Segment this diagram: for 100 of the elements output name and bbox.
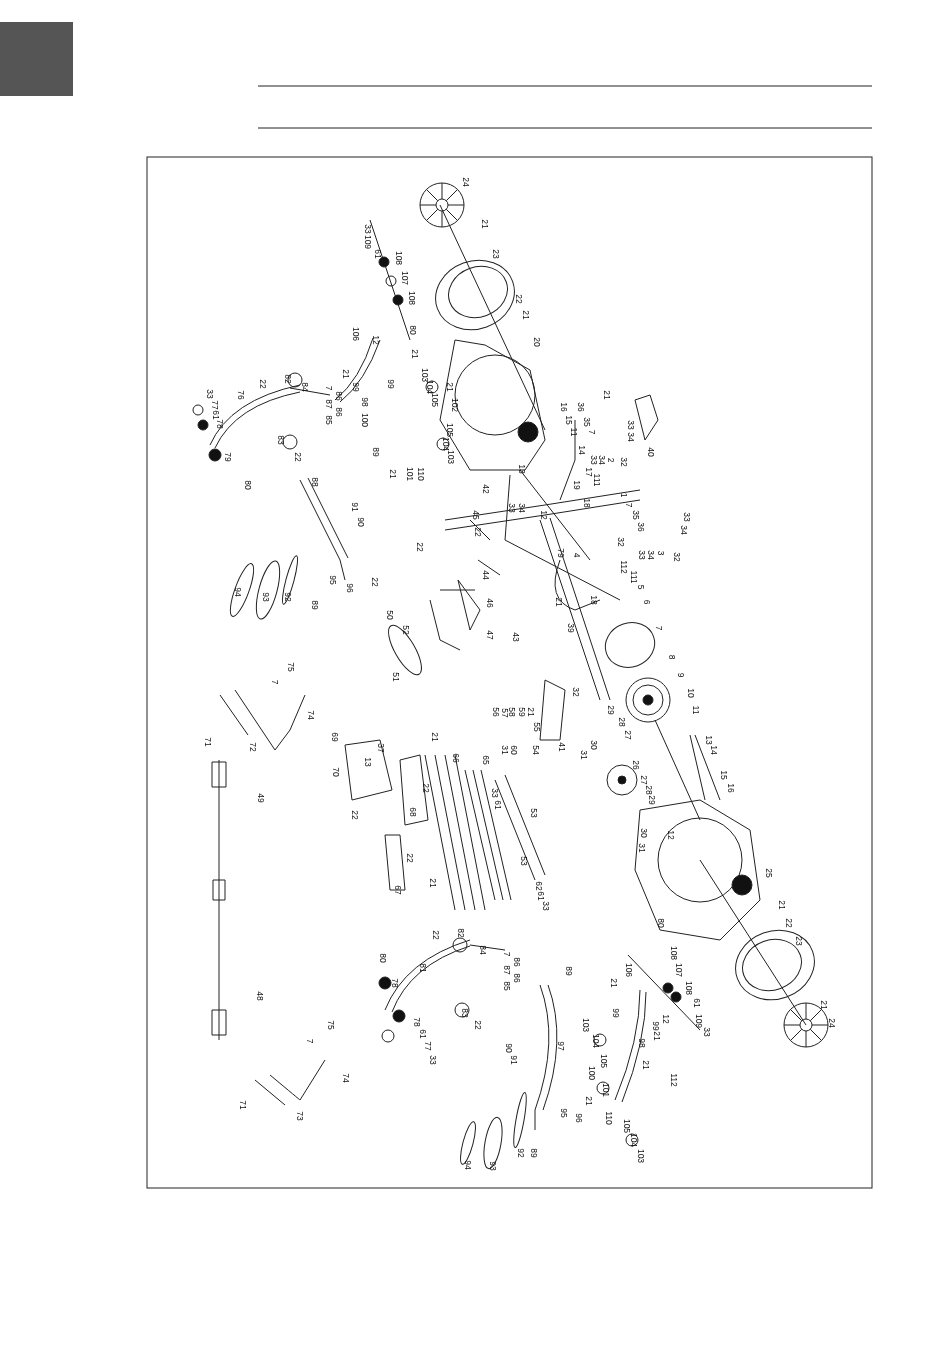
callout-number: 96	[344, 583, 354, 593]
callout-number: 85	[501, 981, 511, 991]
callout-number: 50	[384, 610, 394, 620]
callout-number: 49	[255, 793, 265, 803]
callout-number: 45	[470, 510, 480, 520]
callout-number: 33	[681, 512, 691, 522]
callout-number: 33	[506, 503, 516, 513]
callout-number: 111	[628, 570, 638, 584]
callout-number: 82	[455, 928, 465, 938]
callout-number: 105	[598, 1053, 608, 1069]
callout-number: 11	[690, 705, 700, 715]
callout-number: 1	[618, 492, 628, 498]
callout-number: 82	[282, 374, 292, 384]
callout-number: 35	[630, 510, 640, 520]
callout-number: 21	[601, 390, 611, 400]
callout-number: 35	[581, 417, 591, 427]
callout-number: 28	[616, 717, 626, 727]
callout-number: 101	[404, 466, 414, 482]
callout-number: 59	[516, 707, 526, 717]
callout-number: 84	[477, 945, 487, 955]
callout-number: 31	[636, 843, 646, 853]
callout-number: 61	[492, 800, 502, 810]
callout-number: 22	[472, 1020, 482, 1030]
callout-number: 16	[725, 783, 735, 793]
callout-number: 21	[340, 369, 350, 379]
callout-number: 3	[655, 550, 665, 556]
callout-number: 12	[370, 335, 380, 345]
callout-number: 108	[683, 980, 693, 996]
callout-number: 95	[558, 1108, 568, 1118]
callout-number: 33	[540, 901, 550, 911]
callout-number: 9	[675, 672, 685, 678]
callout-number: 17	[583, 467, 593, 477]
callout-number: 110	[603, 1111, 613, 1125]
callout-number: 97	[555, 1041, 565, 1051]
callout-number: 61	[210, 410, 220, 420]
callout-number: 85	[323, 415, 333, 425]
callout-number: 21	[651, 1031, 661, 1041]
callout-number: 33	[362, 224, 372, 234]
callout-number: 73	[294, 1111, 304, 1121]
callout-number: 78	[411, 1017, 421, 1027]
callout-number: 100	[359, 412, 369, 428]
callout-number: 91	[508, 1055, 518, 1065]
callout-number: 86	[511, 957, 521, 967]
callout-number: 25	[763, 868, 773, 878]
callout-number: 7	[501, 951, 511, 957]
callout-number: 107	[399, 270, 409, 286]
callout-number: 32	[615, 537, 625, 547]
callout-number: 92	[515, 1148, 525, 1158]
callout-number: 29	[605, 705, 615, 715]
callout-number: 22	[292, 452, 302, 462]
callout-number: 108	[668, 945, 678, 961]
callout-number: 95	[327, 575, 337, 585]
callout-number: 21	[608, 978, 618, 988]
callout-number: 32	[671, 552, 681, 562]
callout-number: 22	[430, 930, 440, 940]
callout-number: 86	[511, 973, 521, 983]
callout-number: 94	[232, 587, 242, 597]
callout-number: 21	[409, 349, 419, 359]
callout-number: 99	[650, 1021, 660, 1031]
callout-number: 93	[260, 592, 270, 602]
callout-number: 53	[518, 856, 528, 866]
callout-number: 34	[596, 455, 606, 465]
callout-number: 102	[449, 397, 459, 413]
callout-number: 89	[309, 600, 319, 610]
callout-number: 61	[417, 1029, 427, 1039]
callout-number: 108	[393, 250, 403, 266]
callout-number: 87	[501, 965, 511, 975]
callout-number: 80	[377, 953, 387, 963]
callout-number: 60	[508, 745, 518, 755]
callout-number: 80	[655, 918, 665, 928]
callout-number: 21	[583, 1096, 593, 1106]
callout-number: 109	[362, 234, 372, 250]
callout-number: 101	[600, 1082, 610, 1098]
callout-number: 22	[349, 810, 359, 820]
callout-number: 46	[484, 598, 494, 608]
callout-number: 106	[350, 326, 360, 342]
callout-number: 53	[528, 808, 538, 818]
callout-number: 83	[275, 435, 285, 445]
callout-number: 32	[618, 457, 628, 467]
callout-number: 47	[484, 630, 494, 640]
callout-number: 75	[285, 662, 295, 672]
callout-number: 22	[513, 294, 523, 304]
callout-number: 93	[487, 1161, 497, 1171]
callout-number: 21	[776, 900, 786, 910]
callout-number: 89	[370, 447, 380, 457]
callout-number: 24	[826, 1018, 836, 1028]
callout-number: 2	[605, 457, 615, 463]
callout-number: 61	[535, 891, 545, 901]
callout-number: 43	[510, 632, 520, 642]
callout-number: 106	[623, 962, 633, 978]
callout-number: 18	[588, 595, 598, 605]
callout-number: 78	[214, 419, 224, 429]
callout-number: 71	[237, 1100, 247, 1110]
callout-number: 52	[400, 625, 410, 635]
callout-number: 94	[462, 1160, 472, 1170]
callout-number: 96	[573, 1113, 583, 1123]
callout-number: 13	[362, 757, 372, 767]
callout-number: 14	[576, 445, 586, 455]
callout-number: 105	[429, 392, 439, 408]
callout-number: 80	[242, 480, 252, 490]
